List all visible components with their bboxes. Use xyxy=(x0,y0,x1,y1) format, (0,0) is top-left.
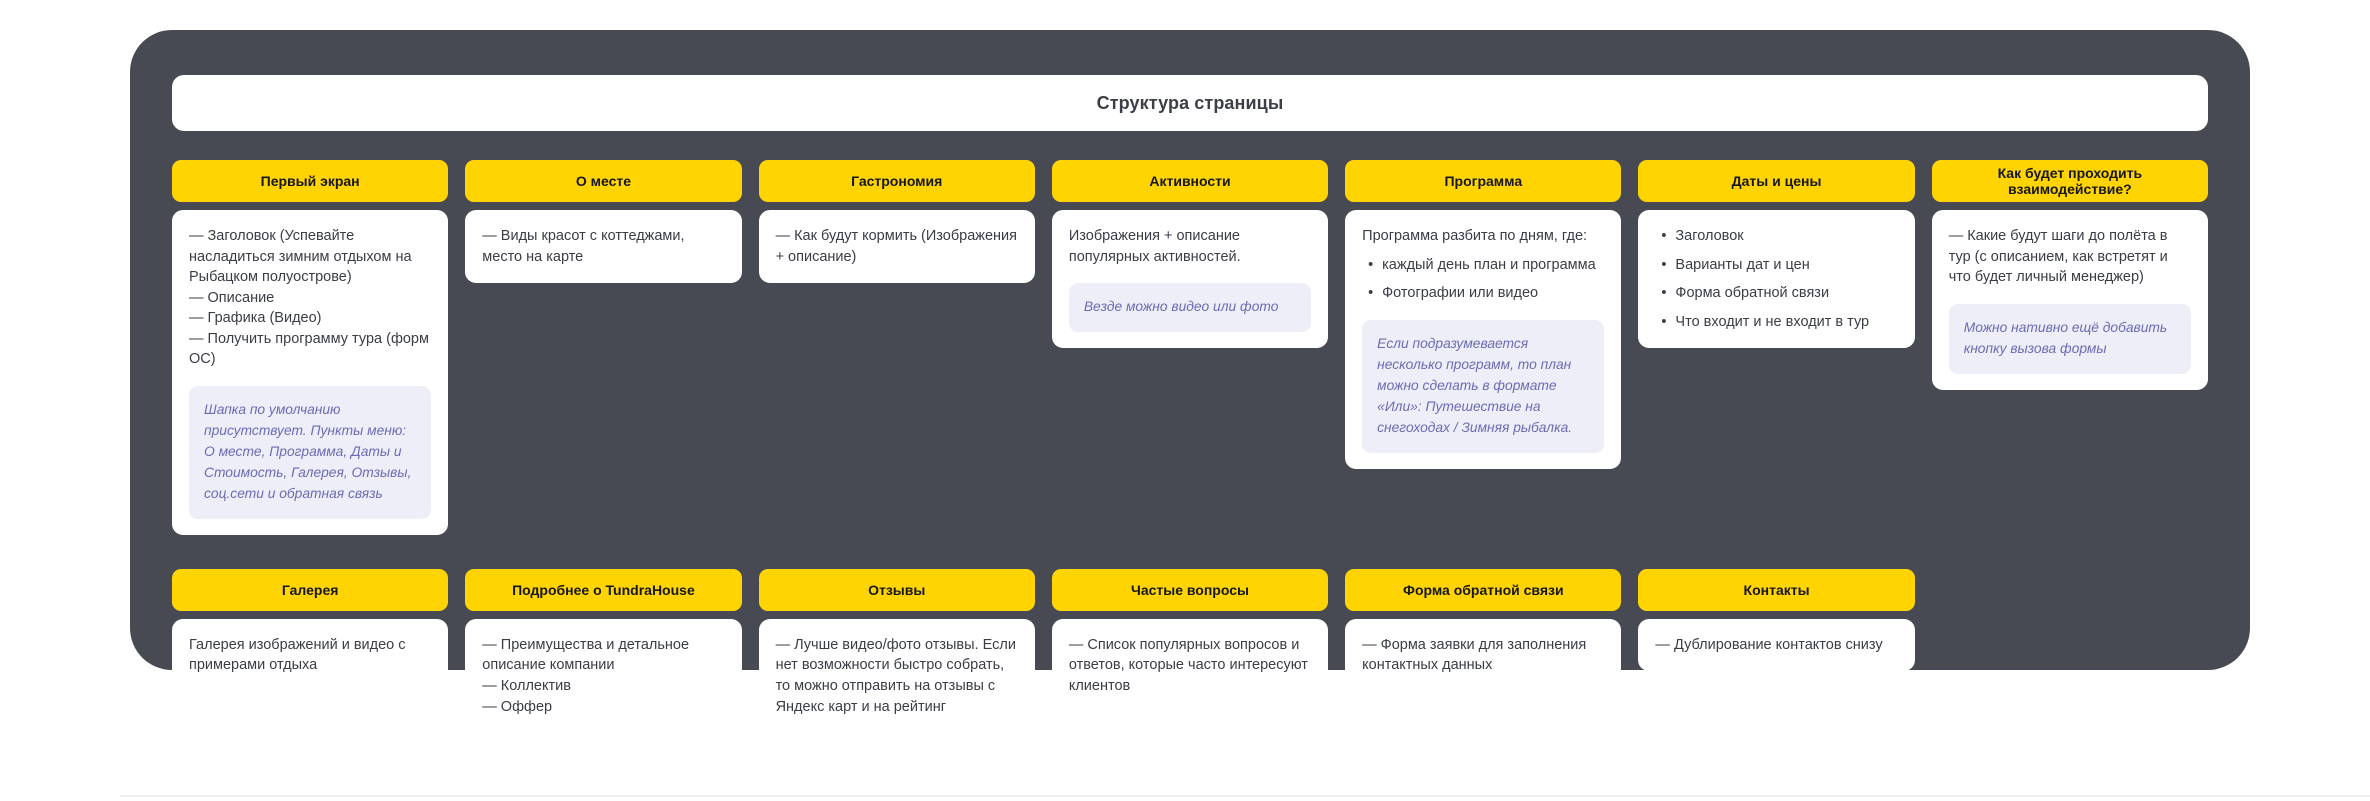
section-card-gastronomy: — Как будут кормить (Изображения + описа… xyxy=(758,210,1035,284)
section-header-interaction[interactable]: Как будет проходить взаимодействие? xyxy=(1931,160,2208,202)
section-header-label: Контакты xyxy=(1743,581,1810,598)
list-item: Варианты дат и цен xyxy=(1661,255,1897,276)
section-header-gallery[interactable]: Галерея xyxy=(172,568,449,611)
section-column-feedback-form: Форма обратной связи — Форма заявки для … xyxy=(1345,568,1622,693)
section-column-about-tundrahouse: Подробнее о TundraHouse — Преимущества и… xyxy=(465,568,742,734)
section-note-program: Если подразумевается несколько программ,… xyxy=(1362,319,1605,453)
section-card-first-screen: — Заголовок (Успевайте насладиться зимни… xyxy=(172,210,449,535)
section-header-feedback-form[interactable]: Форма обратной связи xyxy=(1345,568,1622,611)
section-header-reviews[interactable]: Отзывы xyxy=(758,568,1035,611)
list-item: Форма обратной связи xyxy=(1661,283,1897,304)
section-card-dates-prices: Заголовок Варианты дат и цен Форма обрат… xyxy=(1638,210,1915,349)
section-header-label: Отзывы xyxy=(868,581,926,598)
structure-board: Структура страницы Первый экран — Заголо… xyxy=(130,30,2250,734)
section-header-about-place[interactable]: О месте xyxy=(465,160,742,202)
section-card-gallery: Галерея изображений и видео с примерами … xyxy=(172,618,449,693)
section-body-text: — Список популярных вопросов и ответов, … xyxy=(1068,636,1308,695)
section-bullet-list: Заголовок Варианты дат и цен Форма обрат… xyxy=(1655,226,1897,332)
section-header-about-tundrahouse[interactable]: Подробнее о TundraHouse xyxy=(465,568,742,611)
list-item: Фотографии или видео xyxy=(1368,283,1604,304)
section-column-dates-prices: Даты и цены Заголовок Варианты дат и цен… xyxy=(1638,160,1915,349)
section-bullet-list: каждый день план и программа Фотографии … xyxy=(1362,255,1604,304)
section-column-reviews: Отзывы — Лучше видео/фото отзывы. Если н… xyxy=(758,568,1035,734)
section-column-program: Программа Программа разбита по дням, где… xyxy=(1345,160,1622,469)
section-note-text: Везде можно видео или фото xyxy=(1083,299,1279,315)
section-body-text: — Форма заявки для заполнения контактных… xyxy=(1362,636,1587,674)
section-body-text: Изображения + описание популярных активн… xyxy=(1068,228,1241,265)
section-column-about-place: О месте — Виды красот с коттеджами, мест… xyxy=(465,160,742,284)
section-card-program: Программа разбита по дням, где: каждый д… xyxy=(1345,210,1622,469)
section-card-reviews: — Лучше видео/фото отзывы. Если нет возм… xyxy=(758,618,1035,734)
section-header-contacts[interactable]: Контакты xyxy=(1638,568,1915,611)
list-item: Что входит и не входит в тур xyxy=(1661,312,1897,333)
section-body-text: — Виды красот с коттеджами, место на кар… xyxy=(482,228,685,265)
list-item: каждый день план и программа xyxy=(1368,255,1604,276)
section-header-label: Подробнее о TundraHouse xyxy=(512,581,695,598)
page-bottom-divider xyxy=(120,795,2370,797)
section-body-text: — Дублирование контактов снизу xyxy=(1655,636,1883,653)
section-header-faq[interactable]: Частые вопросы xyxy=(1051,568,1329,611)
section-header-first-screen[interactable]: Первый экран xyxy=(172,160,449,202)
section-body-text: — Лучше видео/фото отзывы. Если нет возм… xyxy=(775,636,1016,715)
section-note-text: Шапка по умолчанию присутствует. Пункты … xyxy=(204,402,412,501)
section-header-dates-prices[interactable]: Даты и цены xyxy=(1638,160,1915,202)
section-header-label: Первый экран xyxy=(260,172,360,189)
section-header-activities[interactable]: Активности xyxy=(1051,160,1329,202)
section-header-label: Гастрономия xyxy=(851,172,943,189)
section-row-2: Галерея Галерея изображений и видео с пр… xyxy=(172,568,2208,734)
section-card-interaction: — Какие будут шаги до полёта в тур (с оп… xyxy=(1931,210,2208,390)
section-note-activities: Везде можно видео или фото xyxy=(1068,283,1312,333)
section-body-text: — Какие будут шаги до полёта в тур (с оп… xyxy=(1948,228,2168,286)
section-note-first-screen: Шапка по умолчанию присутствует. Пункты … xyxy=(189,386,432,519)
page-title: Структура страницы xyxy=(1096,92,1284,113)
section-header-label: О месте xyxy=(575,172,631,189)
section-lead-text: Программа разбита по дням, где: xyxy=(1362,228,1588,244)
section-card-about-tundrahouse: — Преимущества и детальное описание комп… xyxy=(465,618,742,734)
section-body-text: Галерея изображений и видео с примерами … xyxy=(189,636,406,674)
section-row-1: Первый экран — Заголовок (Успевайте насл… xyxy=(172,160,2208,535)
section-card-contacts: — Дублирование контактов снизу xyxy=(1638,618,1915,672)
section-body-text: — Преимущества и детальное описание комп… xyxy=(482,636,690,715)
section-header-label: Частые вопросы xyxy=(1130,581,1249,598)
section-body-text: — Как будут кормить (Изображения + описа… xyxy=(775,228,1017,265)
section-header-label: Галерея xyxy=(281,581,339,598)
section-note-text: Если подразумевается несколько программ,… xyxy=(1377,335,1573,435)
section-body-text: — Заголовок (Успевайте насладиться зимни… xyxy=(189,228,429,368)
section-header-label: Форма обратной связи xyxy=(1403,581,1564,598)
section-header-gastronomy[interactable]: Гастрономия xyxy=(758,160,1035,202)
section-note-interaction: Можно нативно ещё добавить кнопку вызова… xyxy=(1948,303,2191,374)
section-column-contacts: Контакты — Дублирование контактов снизу xyxy=(1638,568,1915,672)
section-header-label: Активности xyxy=(1149,172,1231,189)
section-header-label: Как будет проходить взаимодействие? xyxy=(1997,164,2143,197)
section-header-label: Даты и цены xyxy=(1731,172,1822,189)
page-title-bar: Структура страницы xyxy=(172,75,2208,131)
section-column-gastronomy: Гастрономия — Как будут кормить (Изображ… xyxy=(758,160,1035,284)
section-card-faq: — Список популярных вопросов и ответов, … xyxy=(1051,618,1329,713)
section-header-program[interactable]: Программа xyxy=(1345,160,1622,202)
section-column-interaction: Как будет проходить взаимодействие? — Ка… xyxy=(1931,160,2208,390)
section-column-gallery: Галерея Галерея изображений и видео с пр… xyxy=(172,568,449,693)
section-card-activities: Изображения + описание популярных активн… xyxy=(1051,210,1329,349)
section-card-feedback-form: — Форма заявки для заполнения контактных… xyxy=(1345,618,1622,693)
list-item: Заголовок xyxy=(1661,226,1897,247)
section-header-label: Программа xyxy=(1444,172,1523,189)
section-note-text: Можно нативно ещё добавить кнопку вызова… xyxy=(1963,319,2168,356)
section-column-activities: Активности Изображения + описание популя… xyxy=(1051,160,1329,349)
section-card-about-place: — Виды красот с коттеджами, место на кар… xyxy=(465,210,742,284)
section-column-first-screen: Первый экран — Заголовок (Успевайте насл… xyxy=(172,160,449,535)
section-column-faq: Частые вопросы — Список популярных вопро… xyxy=(1051,568,1329,713)
